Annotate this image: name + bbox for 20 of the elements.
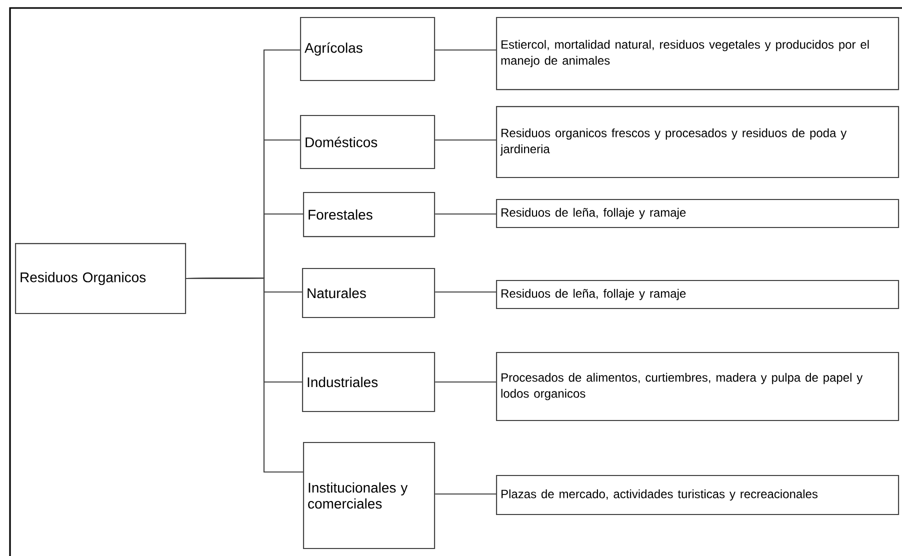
connector-line bbox=[435, 291, 496, 293]
description-box: Estiercol, mortalidad natural, residuos vegetales y producidos por el manejo de animales bbox=[496, 17, 900, 90]
description-box: Plazas de mercado, actividades turisticas y recreacionales bbox=[496, 475, 900, 516]
category-box: Domésticos bbox=[300, 115, 436, 170]
connector-line bbox=[435, 381, 496, 383]
category-box: Agrícolas bbox=[300, 17, 436, 82]
connector-line bbox=[435, 139, 496, 141]
description-box: Residuos organicos frescos y procesados y residuos de poda y jardineria bbox=[496, 106, 900, 178]
category-box: Institucionales y comerciales bbox=[303, 442, 436, 550]
description-box: Residuos de leña, follaje y ramaje bbox=[496, 199, 900, 228]
connector-line bbox=[186, 277, 303, 473]
root-box: Residuos Organicos bbox=[15, 243, 186, 314]
description-box: Residuos de leña, follaje y ramaje bbox=[496, 280, 900, 310]
category-box: Naturales bbox=[302, 268, 436, 318]
connector-line bbox=[435, 493, 496, 495]
category-box: Forestales bbox=[303, 192, 436, 238]
category-box: Industriales bbox=[302, 352, 436, 412]
connector-line bbox=[435, 49, 496, 51]
connector-line bbox=[435, 213, 496, 215]
description-box: Procesados de alimentos, curtiembres, madera y pulpa de papel y lodos organicos bbox=[496, 352, 900, 422]
